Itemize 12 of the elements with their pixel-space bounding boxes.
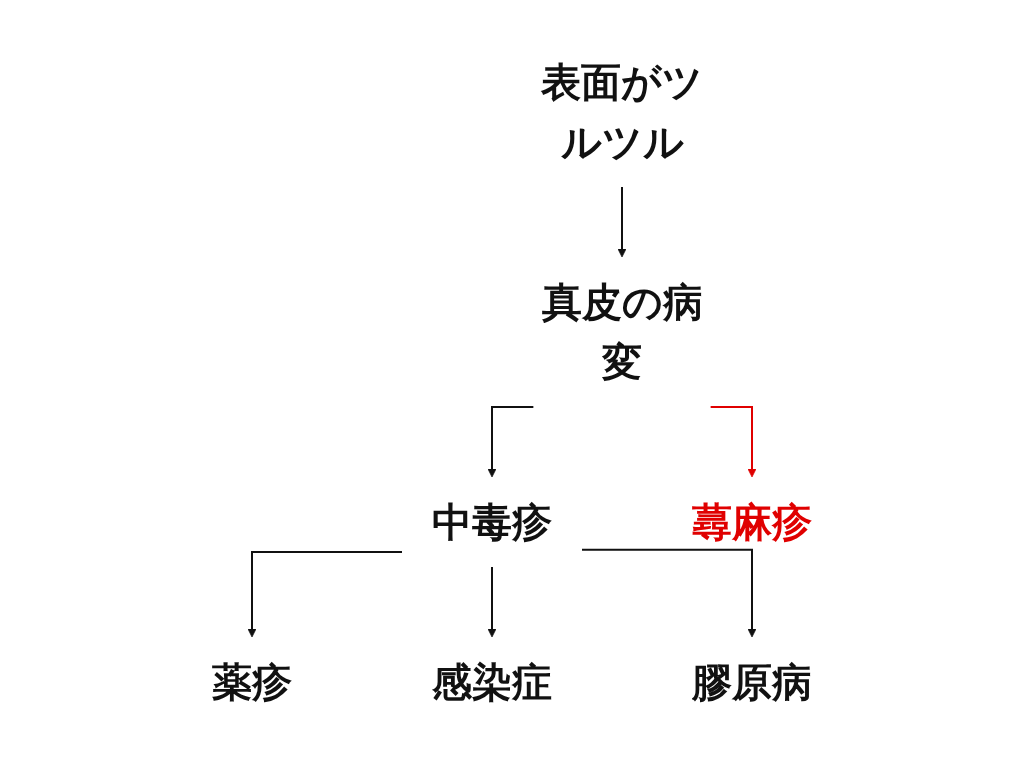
node-text: 真皮の病変 (541, 279, 703, 385)
node-text: 感染症 (432, 659, 552, 705)
node-text: 中毒疹 (432, 499, 552, 545)
arrow (617, 186, 627, 258)
arrow (487, 406, 535, 478)
node-text: 蕁麻疹 (692, 499, 812, 545)
arrow (581, 548, 757, 638)
arrow (487, 566, 497, 638)
arrow (247, 551, 403, 638)
arrow (709, 406, 757, 478)
node-text: 表面がツルツル (541, 59, 703, 165)
node-text: 薬疹 (212, 659, 292, 705)
